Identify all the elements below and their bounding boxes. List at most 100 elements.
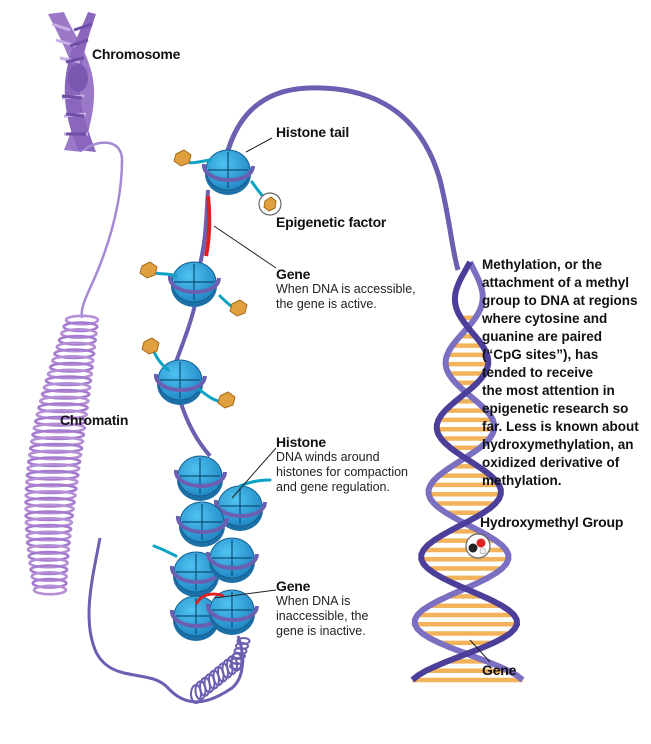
- methylation-line: (“CpG sites”), has: [482, 347, 599, 362]
- dna-wrap: [176, 515, 229, 534]
- epigenetic-factors: [139, 149, 248, 409]
- dna-wrap: [202, 163, 255, 182]
- chromatin-loop: [44, 375, 93, 387]
- dna-wrap: [206, 603, 259, 622]
- dna-linker: [174, 189, 212, 458]
- chromatin-loop: [32, 584, 68, 596]
- active-gene-segment: [204, 195, 212, 257]
- chromatin-loop: [38, 395, 90, 407]
- helix-strand-a: [411, 260, 525, 683]
- dna-double-helix: [410, 260, 525, 683]
- chromatin-loop: [28, 442, 84, 454]
- gene-helix-label: Gene: [482, 662, 517, 678]
- chromatin-loop: [24, 523, 73, 535]
- histone: [194, 589, 259, 635]
- chromatin-loop: [24, 483, 78, 495]
- chromatin-loop: [25, 469, 80, 481]
- leader-lines: [213, 137, 491, 663]
- chromatin-loop: [24, 510, 75, 522]
- dna-bottom-coil: [87, 537, 244, 704]
- methylation-line: guanine are paired: [482, 329, 603, 344]
- dna-wrap: [168, 275, 221, 294]
- chromatin-loop: [25, 537, 71, 549]
- epigenetic-factor-label: Epigenetic factor: [276, 214, 387, 230]
- chromatin-loop: [53, 348, 96, 360]
- gene-inactive-desc-2: inaccessible, the: [276, 609, 369, 623]
- chromatin-label: Chromatin: [60, 412, 129, 428]
- methylation-line: methylation.: [482, 473, 562, 488]
- chromatin-loop: [25, 476, 79, 488]
- chromatin-loop: [29, 564, 69, 576]
- chromatin-loop: [40, 388, 91, 400]
- chromatin-loop: [62, 321, 99, 333]
- histone: [170, 551, 223, 597]
- histone: [176, 501, 229, 547]
- chromatin-loop: [24, 516, 74, 528]
- methylation-line: hydroxymethylation, an: [482, 437, 634, 452]
- histone-desc-1: DNA winds around: [276, 450, 380, 464]
- chromatin-loop: [30, 570, 69, 582]
- histone: [206, 537, 259, 583]
- histone-tail-label: Histone tail: [276, 124, 350, 140]
- chromatin-loop: [31, 429, 86, 441]
- gene-inactive-title: Gene: [276, 578, 311, 594]
- chromatin-loop: [27, 550, 70, 562]
- histone-desc-2: histones for compaction: [276, 465, 409, 479]
- histone-group: [154, 149, 267, 641]
- methylation-line: far. Less is known about: [482, 419, 639, 434]
- spring-loop: [236, 637, 251, 645]
- chromatin-loop: [26, 456, 82, 468]
- chromatin-loop: [35, 408, 88, 420]
- histone-desc-3: and gene regulation.: [276, 480, 390, 494]
- methylation-paragraph: Methylation, or the attachment of a meth…: [482, 256, 639, 490]
- histone-title: Histone: [276, 434, 326, 450]
- methylation-line: epigenetic research so: [482, 401, 629, 416]
- dna-wrap: [214, 499, 267, 518]
- dna-wrap: [154, 373, 207, 392]
- histone: [168, 261, 221, 307]
- chromatin-loop: [42, 381, 92, 393]
- chromatin-loop: [26, 543, 71, 555]
- gene-active-desc-2: the gene is active.: [276, 297, 377, 311]
- hydroxymethyl-group-label: Hydroxymethyl Group: [480, 514, 624, 530]
- gene-active-callout: Gene When DNA is accessible, the gene is…: [276, 266, 416, 312]
- chromatin-loop: [24, 503, 75, 515]
- chromatin-loop: [57, 334, 97, 346]
- histone-callout: Histone DNA winds around histones for co…: [276, 434, 408, 495]
- histone: [174, 455, 227, 501]
- methylation-line: the most attention in: [482, 383, 615, 398]
- epigenetic-factor-highlight: [258, 192, 282, 216]
- gene-active-title: Gene: [276, 266, 311, 282]
- methylation-line: oxidized derivative of: [482, 455, 620, 470]
- chromatin-loop: [60, 327, 98, 339]
- gene-inactive-desc-3: gene is inactive.: [276, 624, 366, 638]
- methylation-line: Methylation, or the: [482, 257, 603, 272]
- chromatin-loop: [32, 422, 87, 434]
- histone: [202, 149, 255, 195]
- chromosome-label: Chromosome: [92, 46, 181, 62]
- hydroxymethyl-group-icon: [465, 533, 491, 559]
- chromatin-loop: [25, 530, 72, 542]
- chromatin-loop: [48, 361, 94, 373]
- helix-strand-b: [410, 260, 520, 683]
- chromatin-loop: [31, 577, 68, 589]
- chromatin-coil: [24, 314, 100, 596]
- chromatin-loop: [50, 354, 95, 366]
- chromatin-loop: [64, 314, 100, 326]
- chromosome-icon: [48, 12, 96, 152]
- methylation-line: attachment of a methyl: [482, 275, 630, 290]
- chromosome-strand: [80, 141, 124, 319]
- inactive-gene-segment: [194, 592, 225, 605]
- gene-inactive-callout: Gene When DNA is inaccessible, the gene …: [276, 578, 368, 639]
- chromatin-loop: [28, 557, 70, 569]
- chromatin-loop: [46, 368, 94, 380]
- chromatin-loop: [37, 402, 89, 414]
- methylation-line: tended to receive: [482, 365, 594, 380]
- chromatin-loop: [26, 462, 81, 474]
- chromatin-loop: [55, 341, 97, 353]
- chromatin-loop: [24, 489, 77, 501]
- chromatin-loop: [24, 496, 76, 508]
- dna-spring: [190, 637, 251, 704]
- methylation-line: where cytosine and: [482, 311, 608, 326]
- dna-wrap: [206, 551, 259, 570]
